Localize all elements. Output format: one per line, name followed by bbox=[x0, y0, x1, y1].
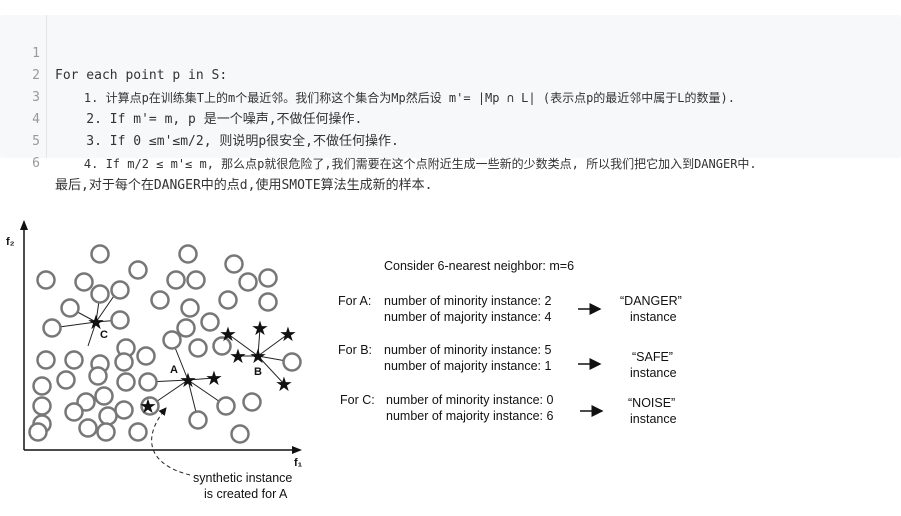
star-b-icon: ★ bbox=[249, 344, 267, 368]
code-line: 4 3. If 0 ≤m'≤m/2, 则说明p很安全,不做任何操作. bbox=[0, 87, 901, 149]
point-label-a: A bbox=[170, 364, 178, 376]
case-c-result-2: instance bbox=[630, 412, 677, 426]
case-c-majority: number of majority instance: 6 bbox=[386, 409, 553, 423]
star-a-icon: ★ bbox=[179, 368, 197, 392]
y-axis-label: f₂ bbox=[6, 236, 15, 248]
code-line: 1 For each point p in S: bbox=[0, 21, 901, 83]
smote-borderline-figure: f₂ f₁ bbox=[6, 220, 682, 501]
star-icon: ★ bbox=[279, 322, 297, 346]
majority-instances bbox=[28, 244, 302, 444]
case-b-prefix: For B: bbox=[338, 343, 372, 357]
point-label-b: B bbox=[254, 366, 262, 378]
line-number: 1 bbox=[32, 46, 40, 61]
case-a-majority: number of majority instance: 4 bbox=[384, 310, 551, 324]
code-line: 5 4. If m/2 ≤ m'≤ m, 那么点p就很危险了,我们需要在这个点附… bbox=[0, 109, 901, 171]
case-a-result-1: “DANGER” bbox=[620, 294, 682, 308]
code-text: 3. If 0 ≤m'≤m/2, 则说明p很安全,不做任何操作. bbox=[55, 134, 399, 149]
code-text: 1. 计算点p在训练集T上的m个最近邻。我们称这个集合为Mp然后设 m'= |M… bbox=[55, 91, 735, 105]
case-a-minority: number of minority instance: 2 bbox=[384, 294, 551, 308]
code-text: 2. If m'= m, p 是一个噪声,不做任何操作. bbox=[55, 112, 363, 127]
star-icon: ★ bbox=[251, 316, 269, 340]
point-label-c: C bbox=[100, 329, 108, 341]
synthetic-note-line-2: is created for A bbox=[204, 487, 288, 501]
x-axis-label: f₁ bbox=[294, 457, 303, 469]
code-text: 4. If m/2 ≤ m'≤ m, 那么点p就很危险了,我们需要在这个点附近生… bbox=[55, 157, 757, 171]
x-axis-arrow-icon bbox=[292, 446, 302, 454]
case-c-minority: number of minority instance: 0 bbox=[386, 393, 553, 407]
code-text: For each point p in S: bbox=[55, 68, 228, 83]
case-a-result-2: instance bbox=[630, 310, 677, 324]
neighbor-lines-c bbox=[51, 289, 121, 347]
line-number: 3 bbox=[32, 90, 40, 105]
line-number: 5 bbox=[32, 134, 40, 149]
line-number: 6 bbox=[32, 156, 40, 171]
figure-heading: Consider 6-nearest neighbor: m=6 bbox=[384, 259, 574, 273]
minority-instances: ★ ★ ★ ★ ★ ★ ★ ★ ★ ★ bbox=[87, 310, 297, 418]
case-b-majority: number of majority instance: 1 bbox=[384, 359, 551, 373]
code-text: 最后,对于每个在DANGER中的点d,使用SMOTE算法生成新的样本. bbox=[55, 178, 433, 193]
case-b-result-1: “SAFE” bbox=[632, 350, 673, 364]
star-icon: ★ bbox=[219, 322, 237, 346]
star-c-icon: ★ bbox=[87, 310, 105, 334]
line-number-gutter bbox=[46, 15, 47, 158]
case-a-prefix: For A: bbox=[338, 294, 371, 308]
code-line: 2 1. 计算点p在训练集T上的m个最近邻。我们称这个集合为Mp然后设 m'= … bbox=[0, 43, 901, 105]
star-icon: ★ bbox=[275, 372, 293, 396]
star-icon: ★ bbox=[229, 344, 247, 368]
code-line: 3 2. If m'= m, p 是一个噪声,不做任何操作. bbox=[0, 65, 901, 127]
case-c-prefix: For C: bbox=[340, 393, 375, 407]
star-icon: ★ bbox=[205, 366, 223, 390]
code-line: 6 最后,对于每个在DANGER中的点d,使用SMOTE算法生成新的样本. bbox=[0, 131, 901, 193]
code-block: 1 For each point p in S: 2 1. 计算点p在训练集T上… bbox=[0, 15, 901, 193]
line-number: 4 bbox=[32, 112, 40, 127]
synthetic-arrow bbox=[151, 407, 191, 476]
y-axis-arrow-icon bbox=[20, 220, 28, 230]
star-icon: ★ bbox=[139, 394, 157, 418]
synthetic-note-line-1: synthetic instance bbox=[193, 471, 292, 485]
case-b-minority: number of minority instance: 5 bbox=[384, 343, 551, 357]
case-c-result-1: “NOISE” bbox=[628, 396, 675, 410]
case-b-result-2: instance bbox=[630, 366, 677, 380]
line-number: 2 bbox=[32, 68, 40, 83]
